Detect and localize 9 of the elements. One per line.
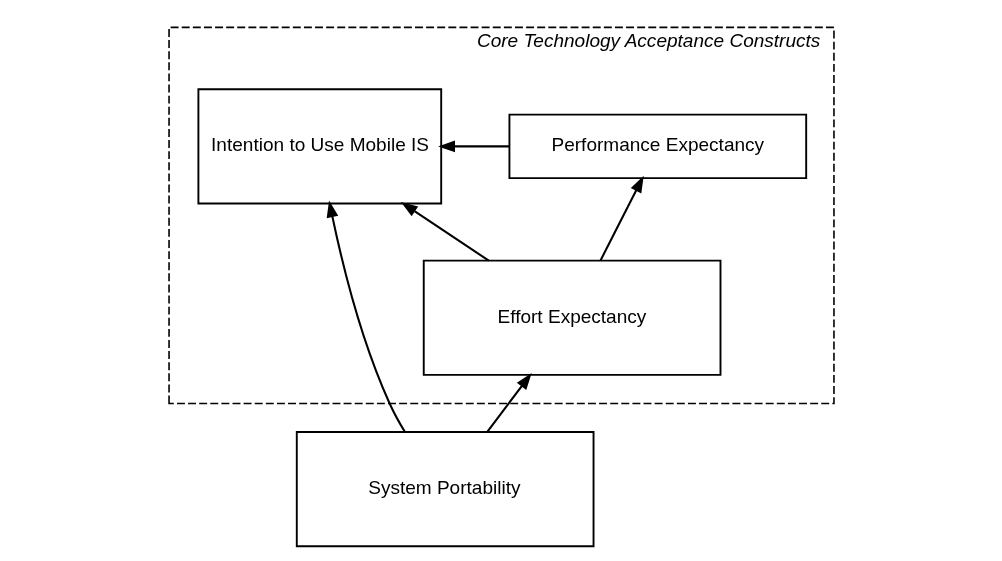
arrow (437, 140, 509, 153)
node-box: Performance Expectancy (508, 113, 807, 180)
node-box: Intention to Use Mobile IS (196, 88, 442, 205)
arrow (485, 372, 532, 433)
arrow (400, 202, 489, 262)
node-box: System Portability (295, 431, 594, 548)
node-box: Effort Expectancy (422, 259, 721, 376)
arrow (599, 175, 644, 262)
arrow (326, 200, 406, 433)
